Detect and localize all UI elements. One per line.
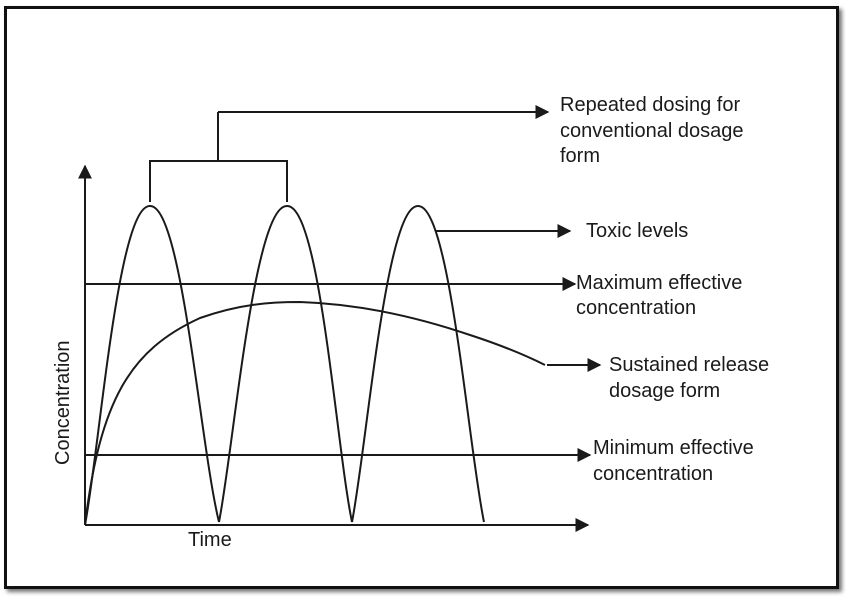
repeated-dosing-bracket <box>149 160 288 202</box>
repeated-dosing-label-line-2: conventional dosage <box>560 120 743 142</box>
min-effective-label-line-2: concentration <box>593 463 713 485</box>
max-effective-label-line-1: Maximum effective <box>576 272 742 294</box>
sustained-release-curve <box>84 300 546 526</box>
min-effective-label-line-1: Minimum effective <box>593 437 754 459</box>
y-axis-label: Concentration <box>52 340 74 465</box>
max-effective-label-line-2: concentration <box>576 297 696 319</box>
repeated-dosing-label-line-3: form <box>560 145 600 167</box>
sustained-release-label-line-2: dosage form <box>609 380 720 402</box>
toxic-levels-label: Toxic levels <box>586 220 688 242</box>
dose-peak-3 <box>351 204 485 523</box>
repeated-dosing-label-line-1: Repeated dosing for <box>560 94 740 116</box>
x-axis-label: Time <box>188 529 232 551</box>
diagram-frame <box>4 6 839 589</box>
sustained-release-label-line-1: Sustained release <box>609 354 769 376</box>
dose-peak-1 <box>84 204 220 526</box>
dose-peak-2 <box>218 204 353 523</box>
